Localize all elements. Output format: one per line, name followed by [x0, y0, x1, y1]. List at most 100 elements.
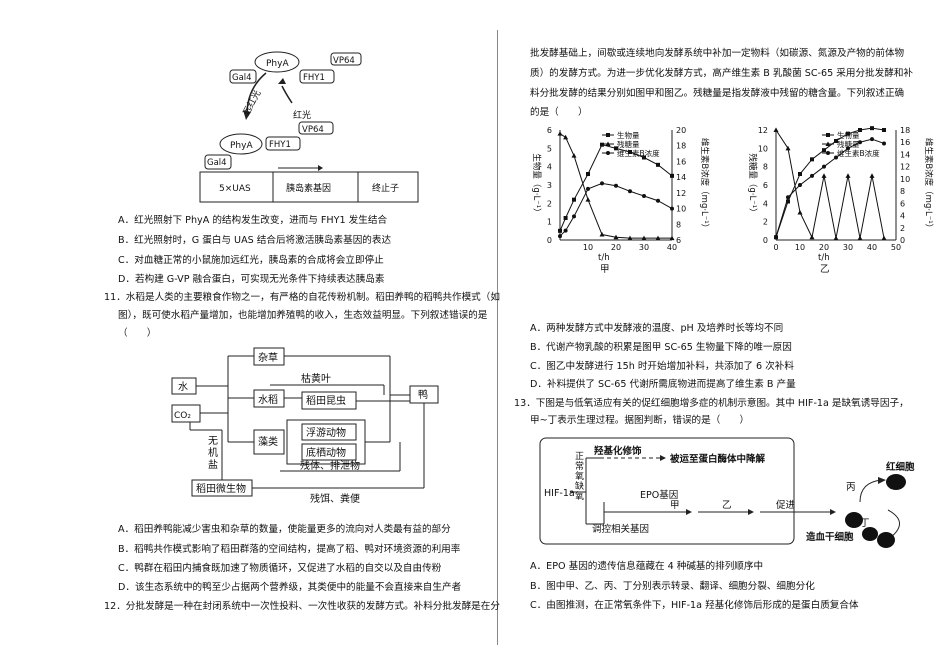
chart-point	[586, 172, 590, 176]
chart-x-tick-label: 50	[891, 243, 901, 252]
algae-label: 藻类	[258, 435, 278, 448]
chart-point	[882, 141, 886, 146]
chart-point	[600, 181, 604, 186]
q12-option-a: A．两种发酵方式中发酵液的温度、pH 及培养时长等均不同	[530, 323, 784, 334]
chart-x-tick-label: 40	[667, 243, 677, 252]
chart-point	[572, 214, 576, 219]
q11-stem-line3: （ ）	[118, 328, 157, 339]
chart-legend-label: 维生素B浓度	[837, 148, 880, 158]
chart-point	[614, 146, 618, 151]
q12-option-c: C．图乙中发酵进行 15h 时开始增加补料，共添加了 6 次补料	[530, 361, 794, 372]
residue-label: 残体、排泄物	[300, 459, 360, 472]
chart-point	[822, 148, 826, 153]
chart-legend-marker	[826, 133, 830, 137]
chart-point	[655, 235, 661, 241]
chart-left-tick-label: 2	[763, 218, 768, 227]
process-bing-label: 丙	[846, 482, 856, 493]
chart-left-tick-label: 4	[763, 199, 768, 208]
phya-label-bottom: PhyA	[230, 141, 253, 151]
q11-option-c: C．鸭群在稻田内捕食既加速了物质循环，又促进了水稻的自交以及自由传粉	[118, 563, 442, 574]
insects-label: 稻田昆虫	[306, 395, 346, 407]
chart-left-tick-label: 1	[547, 218, 552, 227]
chart-point	[599, 231, 605, 237]
insulin-gene-label: 胰岛素基因	[286, 182, 331, 194]
chart-point	[614, 183, 618, 188]
chart-point	[858, 128, 862, 132]
chart-point	[572, 197, 576, 202]
chart-right-tick-label: 4	[900, 212, 905, 221]
q12-stem-line1: 12．分批发酵是一种在封闭系统中一次性投料、一次性收获的发酵方式。补料分批发酵是…	[104, 601, 500, 612]
q13-option-b: B．图中甲、乙、丙、丁分别表示转录、翻译、细胞分裂、细胞分化	[530, 581, 815, 592]
chart-right-tick-label: 12	[676, 189, 686, 198]
hypoxia-label: 缺氧	[575, 482, 585, 502]
chart-point	[571, 153, 577, 158]
chart-x-tick-label: 30	[843, 243, 853, 252]
q10-optogenetics-diagram: PhyA VP64 FHY1 Gal4 远红光 红光 PhyA VP64 FHY…	[199, 51, 419, 203]
chart-point	[613, 234, 619, 240]
chart-series-line-2	[775, 129, 885, 239]
water-label: 水	[178, 381, 188, 393]
epo-label: EPO基因	[640, 489, 678, 501]
chart-legend-label: 残糖量	[617, 139, 640, 149]
chart-point	[858, 140, 862, 145]
chart-left-tick-label: 10	[758, 144, 768, 153]
benthos-label: 底栖动物	[306, 446, 346, 459]
chart-legend-marker	[605, 141, 611, 146]
normoxia-label: 正常氧	[575, 452, 585, 482]
chart-point	[627, 235, 633, 241]
chart-point	[669, 235, 675, 241]
chart-left-tick-label: 8	[763, 163, 768, 172]
chart-point	[563, 134, 569, 140]
chart-point	[785, 145, 791, 151]
chart-series-line-3	[559, 182, 673, 237]
q12-stem-line3: 质）的发酵方式。为进一步优化发酵方式，高产维生素 B 乳酸菌 SC-65 采用分…	[530, 68, 914, 79]
chart-point	[821, 173, 827, 178]
chart-left-tick-label: 6	[547, 126, 552, 135]
co2-label: CO₂	[174, 411, 191, 421]
chart-point	[557, 131, 563, 136]
promote-label: 促进	[776, 499, 796, 511]
chart-right-tick-label: 6	[676, 236, 681, 245]
chart-right-tick-label: 2	[900, 224, 905, 233]
chart-point	[558, 234, 562, 239]
chart-right-tick-label: 18	[676, 142, 686, 151]
q11-rice-duck-diagram: 水 CO₂ 杂草 枯黄叶 水稻 稻田昆虫 藻类 浮游动物 底栖动物 鸭 残体、排…	[171, 347, 439, 505]
chart-right-tick-label: 10	[900, 175, 910, 184]
chart-right-tick-label: 20	[676, 126, 686, 135]
plankton-label: 浮游动物	[306, 426, 346, 439]
right-column: 批发酵基础上，间歇或连续地向发酵系统中补加一定物料（如碳源、氮源及产物的前体物 …	[500, 0, 950, 672]
chart-legend-marker	[825, 141, 831, 146]
chart-point	[846, 146, 850, 151]
gal4-label-top: Gal4	[232, 73, 252, 83]
chart-left-axis-label: 生物量（g·L⁻¹）	[531, 153, 542, 216]
q11-stem-line1: 11．水稻是人类的主要粮食作物之一，有严格的自花传粉机制。稻田养鸭的稻鸭共作模式…	[104, 292, 500, 303]
chart-x-tick-label: 30	[639, 243, 649, 252]
chart-legend-label: 生物量	[837, 130, 860, 140]
q12-stem-line2: 批发酵基础上，间歇或连续地向发酵系统中补加一定物料（如碳源、氮源及产物的前体物	[530, 48, 905, 59]
chart-left-tick-label: 12	[758, 126, 768, 135]
regulate-label: 调控相关基因	[592, 523, 649, 535]
hydroxylation-label: 羟基化修饰	[594, 445, 642, 457]
chart-right-tick-label: 8	[676, 220, 681, 229]
chart-right-tick-label: 16	[900, 138, 910, 147]
inorganic-salts-label: 无机盐	[208, 436, 218, 471]
stem-cell-label: 造血干细胞	[806, 531, 854, 543]
chart-point	[870, 126, 874, 131]
chart-left-tick-label: 0	[763, 236, 768, 245]
chart-series-line-1	[775, 127, 885, 238]
uas-label: 5×UAS	[219, 184, 251, 194]
terminator-label: 终止子	[372, 182, 399, 194]
q12-stem-line5: 的是（ ）	[530, 107, 588, 118]
fhy1-label-bottom: FHY1	[269, 140, 291, 150]
q10-option-b: B．红光照射时，G 蛋白与 UAS 结合后将激活胰岛素基因的表达	[118, 235, 392, 246]
chart-point	[585, 197, 591, 202]
chart-right-tick-label: 12	[900, 163, 910, 172]
chart-left-tick-label: 5	[547, 144, 552, 153]
chart-x-tick-label: 20	[611, 243, 621, 252]
chart-point	[628, 189, 632, 194]
chart-point	[670, 173, 674, 178]
degrade-label: 被运至蛋白酶体中降解	[670, 453, 766, 465]
process-jia-label: 甲	[670, 500, 680, 511]
q13-option-a: A．EPO 基因的遗传信息蕴藏在 4 种碱基的排列顺序中	[530, 561, 764, 572]
feed-label: 残饵、粪便	[310, 492, 360, 505]
